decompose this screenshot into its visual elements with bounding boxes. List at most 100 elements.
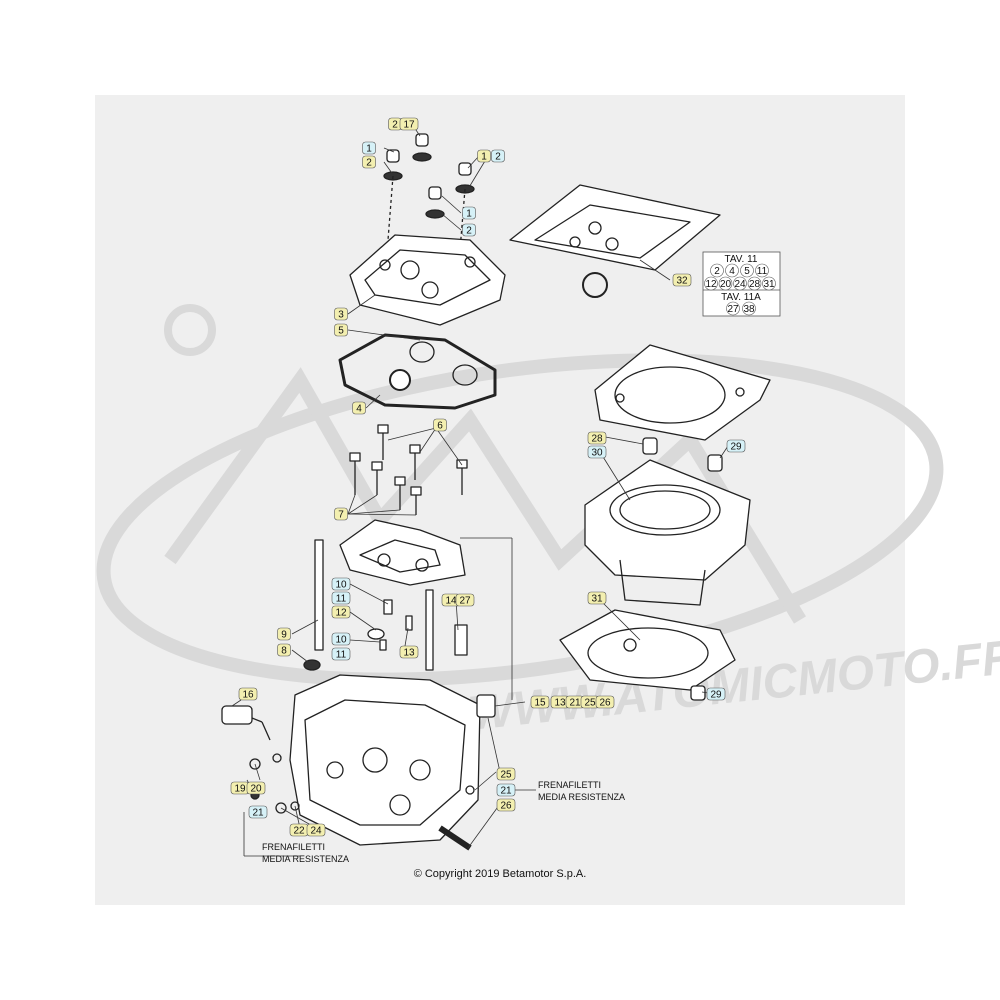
callout-30: 30 xyxy=(587,445,607,459)
callout-badge xyxy=(462,206,476,220)
callout-22: 22 xyxy=(289,823,309,837)
callout-11: 11 xyxy=(331,591,351,605)
callout-13: 13 xyxy=(550,695,570,709)
callout-badge xyxy=(334,323,348,337)
callout-number: 32 xyxy=(676,276,688,287)
ref-table-cell: 28 xyxy=(749,279,761,290)
callout-4: 4 xyxy=(352,401,366,415)
callout-13: 13 xyxy=(399,645,419,659)
callout-26: 26 xyxy=(595,695,615,709)
callout-badge xyxy=(277,627,291,641)
callout-number: 5 xyxy=(338,326,344,337)
thread-lock-note-right-line2: MEDIA RESISTENZA xyxy=(538,792,625,802)
ref-table-cell: 31 xyxy=(763,279,775,290)
callout-number: 1 xyxy=(481,152,487,163)
ref-table-circle xyxy=(755,263,769,278)
sensor-group xyxy=(221,705,300,814)
callout-number: 2 xyxy=(392,120,398,131)
callout-number: 29 xyxy=(710,690,722,701)
ref-table-cell: 4 xyxy=(729,266,735,277)
callout-number: 6 xyxy=(437,421,443,432)
copyright-text: © Copyright 2019 Betamotor S.p.A. xyxy=(413,868,587,880)
top-gasket-kit xyxy=(509,184,721,298)
callout-12: 12 xyxy=(331,605,351,619)
callout-number: 29 xyxy=(730,442,742,453)
callout-number: 26 xyxy=(500,801,512,812)
callout-number: 21 xyxy=(500,786,512,797)
ref-table-cell: 5 xyxy=(744,266,750,277)
callout-25: 25 xyxy=(496,767,516,781)
ref-table-circle xyxy=(762,276,776,291)
callout-number: 21 xyxy=(252,808,264,819)
ref-table-circle xyxy=(704,276,718,291)
callout-number: 25 xyxy=(584,698,596,709)
callout-badge xyxy=(362,141,376,155)
callout-number: 11 xyxy=(336,650,347,661)
callout-2: 2 xyxy=(491,149,505,163)
small-parts-group xyxy=(367,599,413,651)
callout-badge xyxy=(362,155,376,169)
callout-badge xyxy=(587,431,607,445)
callout-27: 27 xyxy=(455,593,475,607)
ref-table-circle xyxy=(747,276,762,291)
callout-number: 19 xyxy=(234,784,246,795)
callout-badge xyxy=(246,781,266,795)
ref-table-cell: 24 xyxy=(734,279,746,290)
callout-15: 15 xyxy=(530,695,550,709)
callout-number: 11 xyxy=(336,594,347,605)
callout-29: 29 xyxy=(706,687,726,701)
callout-badge xyxy=(399,117,419,131)
callout-17: 17 xyxy=(399,117,419,131)
ref-table-circle xyxy=(710,263,724,278)
ref-table-circle xyxy=(733,276,747,291)
callout-28: 28 xyxy=(587,431,607,445)
callout-badge xyxy=(238,687,258,701)
ref-table-circle xyxy=(718,276,733,291)
callout-badge xyxy=(496,767,516,781)
callout-badge xyxy=(352,401,366,415)
thread-lock-note-right-line1: FRENAFILETTI xyxy=(538,780,601,790)
callout-5: 5 xyxy=(334,323,348,337)
cylinder-base-gasket xyxy=(559,609,736,691)
callout-badge xyxy=(496,783,516,797)
callout-badge xyxy=(331,632,351,646)
callout-3: 3 xyxy=(334,307,348,321)
valve-cover xyxy=(349,234,506,326)
callout-21: 21 xyxy=(496,783,516,797)
callout-number: 27 xyxy=(459,596,471,607)
callout-number: 4 xyxy=(356,404,362,415)
callout-number: 16 xyxy=(242,690,254,701)
callout-7: 7 xyxy=(334,507,348,521)
camshaft-holder xyxy=(339,519,466,586)
callout-1: 1 xyxy=(362,141,376,155)
ref-table-title-2: TAV. 11A xyxy=(721,292,761,303)
dowel-29-bottom xyxy=(690,685,706,701)
callout-20: 20 xyxy=(246,781,266,795)
callout-number: 13 xyxy=(403,648,415,659)
ref-table-circle xyxy=(740,263,754,278)
callout-32: 32 xyxy=(672,273,692,287)
cylinder xyxy=(584,459,751,606)
callout-badge xyxy=(306,823,326,837)
dowel-28 xyxy=(642,437,658,455)
callout-number: 30 xyxy=(591,448,603,459)
callout-badge xyxy=(491,149,505,163)
callout-24: 24 xyxy=(306,823,326,837)
thread-lock-note-left-line2: MEDIA RESISTENZA xyxy=(262,854,349,864)
callout-badge xyxy=(477,149,491,163)
callout-badge xyxy=(334,507,348,521)
callout-number: 12 xyxy=(335,608,347,619)
callout-number: 28 xyxy=(591,434,603,445)
callout-number: 8 xyxy=(281,646,287,657)
callout-badge xyxy=(433,418,447,432)
watermark-logo xyxy=(96,304,944,687)
callout-number: 1 xyxy=(366,144,372,155)
callout-number: 20 xyxy=(250,784,262,795)
callout-badge xyxy=(331,591,351,605)
callout-number: 25 xyxy=(500,770,512,781)
callout-number: 22 xyxy=(293,826,305,837)
